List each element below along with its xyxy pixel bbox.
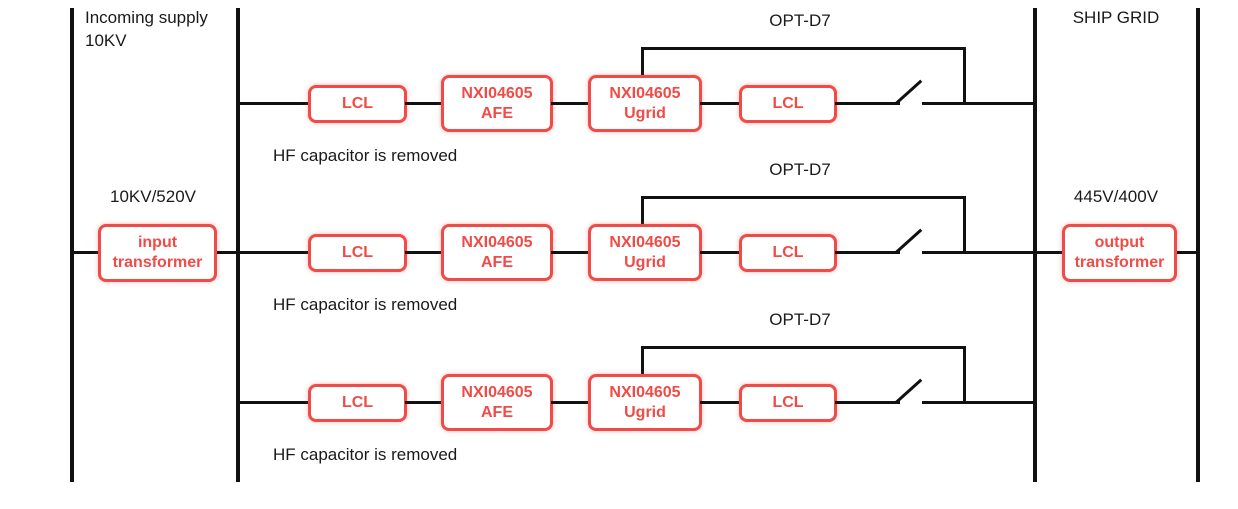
afe-label-line2: AFE [481,403,513,421]
ugrid-label-line1: NXI04605 [609,383,681,401]
disconnect-switch [894,378,923,404]
converter-input-bus [236,8,240,482]
disconnect-switch [894,79,923,105]
bypass-wire-drop [963,346,966,404]
ugrid-label-line2: Ugrid [624,403,666,421]
wire [922,401,1035,404]
bypass-wire-drop [963,47,966,105]
input-transformer-label-line2: transformer [112,254,203,271]
wire [405,251,443,254]
lcl-filter-output-box: LCL [739,384,837,422]
wire [551,251,590,254]
ugrid-label-line1: NXI04605 [609,233,681,251]
wire [700,102,741,105]
ugrid-converter-box: NXI04605 Ugrid [588,75,702,132]
lcl-filter-output-box: LCL [739,234,837,272]
incoming-supply-label: Incoming supply [85,8,208,27]
lcl-filter-input-box: LCL [308,234,407,272]
bypass-wire-stub [641,47,644,78]
hf-capacitor-note: HF capacitor is removed [273,445,458,464]
output-transformer-label-line1: output [1094,234,1145,251]
bypass-wire-top [641,47,966,50]
incoming-voltage-label: 10KV [85,31,127,50]
lcl-label: LCL [772,95,804,112]
wire [835,102,900,105]
wire [238,102,310,105]
bypass-wire-drop [963,196,966,254]
wire-input-transformer-to-bus [217,251,236,254]
wire [700,251,741,254]
input-transformer-box: input transformer [98,224,217,282]
output-transformer-ratio-label: 445V/400V [1073,187,1159,206]
ship-grid-label: SHIP GRID [1072,8,1160,27]
wire [551,102,590,105]
ship-grid-bus [1196,8,1200,482]
hf-capacitor-note: HF capacitor is removed [273,295,458,314]
wire [700,401,741,404]
wire [551,401,590,404]
disconnect-switch [894,228,923,254]
wire [405,401,443,404]
wire [238,401,310,404]
afe-label-line2: AFE [481,104,513,122]
lcl-filter-input-box: LCL [308,384,407,422]
ugrid-label-line2: Ugrid [624,253,666,271]
wire [238,251,310,254]
bypass-wire-stub [641,196,644,227]
input-transformer-label-line1: input [137,234,178,251]
bypass-wire-top [641,196,966,199]
afe-label-line1: NXI04605 [461,233,533,251]
ugrid-label-line1: NXI04605 [609,84,681,102]
bypass-wire-stub [641,346,644,377]
incoming-supply-bus [70,8,74,482]
wire-output-transformer-to-bus [1177,251,1196,254]
opt-d7-label: OPT-D7 [769,11,831,30]
wire-bus-to-input-transformer [74,251,98,254]
wire [922,251,1035,254]
wire [835,251,900,254]
bypass-wire-top [641,346,966,349]
wire-bus-to-output-transformer [1037,251,1062,254]
afe-converter-box: NXI04605 AFE [441,224,553,281]
lcl-label: LCL [341,95,374,112]
lcl-label: LCL [341,244,374,261]
ugrid-converter-box: NXI04605 Ugrid [588,374,702,431]
lcl-label: LCL [772,244,804,261]
afe-converter-box: NXI04605 AFE [441,374,553,431]
lcl-filter-output-box: LCL [739,85,837,123]
afe-converter-box: NXI04605 AFE [441,75,553,132]
input-transformer-ratio-label: 10KV/520V [109,187,196,206]
afe-label-line2: AFE [481,253,513,271]
lcl-filter-input-box: LCL [308,85,407,123]
lcl-label: LCL [341,394,374,411]
output-transformer-box: output transformer [1062,224,1177,282]
wire [835,401,900,404]
wire [405,102,443,105]
wire [922,102,1035,105]
lcl-label: LCL [772,394,804,411]
converter-output-bus [1033,8,1037,482]
output-transformer-label-line2: transformer [1074,254,1165,271]
afe-label-line1: NXI04605 [461,84,533,102]
ugrid-label-line2: Ugrid [624,104,666,122]
afe-label-line1: NXI04605 [461,383,533,401]
hf-capacitor-note: HF capacitor is removed [273,146,458,165]
ugrid-converter-box: NXI04605 Ugrid [588,224,702,281]
opt-d7-label: OPT-D7 [769,160,831,179]
opt-d7-label: OPT-D7 [769,310,831,329]
